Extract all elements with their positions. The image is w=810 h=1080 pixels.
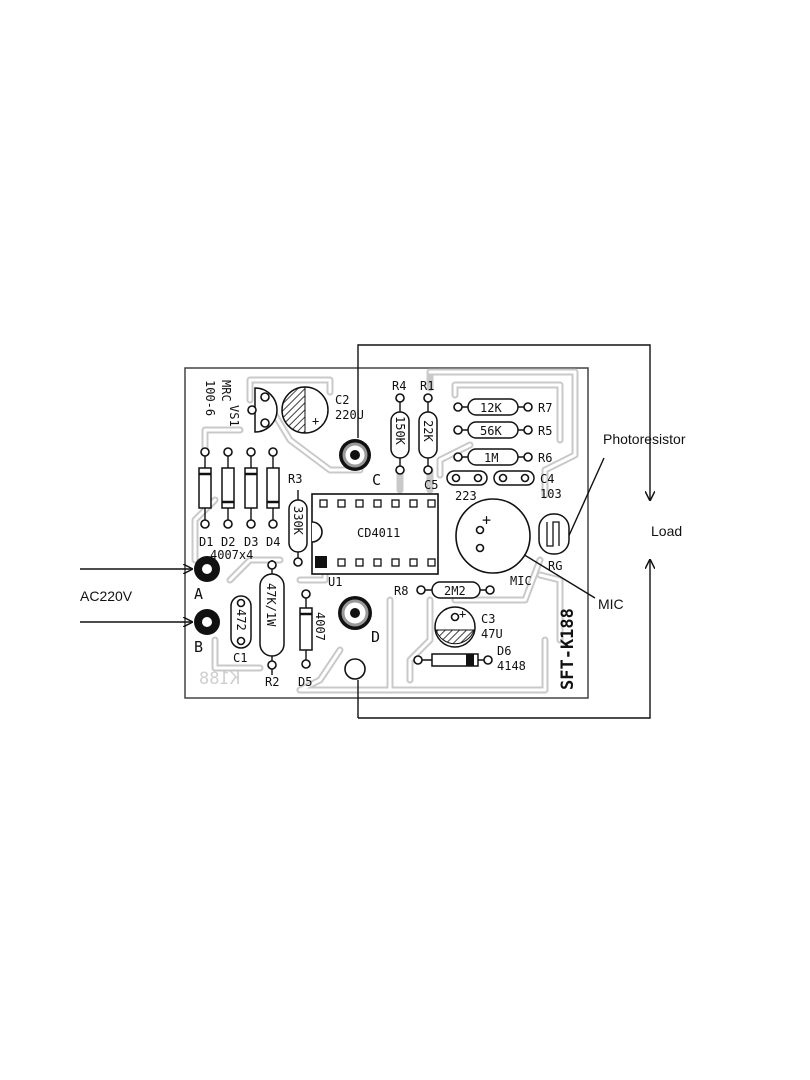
diode-d6 xyxy=(413,653,493,667)
capacitor-c3 xyxy=(434,606,476,648)
pad-c xyxy=(339,439,371,471)
r4-value-label: 150K xyxy=(393,416,407,446)
capacitor-c1 xyxy=(230,595,252,649)
d4-ref-label: D4 xyxy=(266,535,280,549)
d6-ref-label: D6 xyxy=(497,644,511,658)
r7-ref-label: R7 xyxy=(538,401,552,415)
scr-value-label: 100-6 xyxy=(203,380,217,416)
resistor-r4 xyxy=(390,393,410,475)
capacitor-c4 xyxy=(493,470,535,486)
r3-value-label: 330K xyxy=(291,506,305,536)
c2-ref-label: C2 xyxy=(335,393,349,407)
ic-cd4011 xyxy=(311,493,439,575)
ac-input-label: AC220V xyxy=(80,588,133,604)
diode-bridge xyxy=(198,447,280,529)
pad-a xyxy=(194,556,220,582)
mic-plus-label: + xyxy=(482,511,491,529)
rg-ref-label: RG xyxy=(548,559,562,573)
photoresistor-pointer xyxy=(566,457,605,541)
d5-value-label: 4007 xyxy=(313,612,327,641)
c4-value-label: 103 xyxy=(540,487,562,501)
scr-vs1 xyxy=(247,387,278,433)
pad-b-label: B xyxy=(194,638,203,656)
r1-ref-label: R1 xyxy=(420,379,434,393)
scr-part-label: MRC xyxy=(219,380,233,402)
r5-ref-label: R5 xyxy=(538,424,552,438)
capacitor-c2: + xyxy=(281,386,329,434)
d1-ref-label: D1 xyxy=(199,535,213,549)
resistor-r2 xyxy=(259,560,285,675)
resistor-r6 xyxy=(453,448,533,466)
pad-d-label: D xyxy=(371,628,380,646)
scr-ref-label: VS1 xyxy=(227,405,241,427)
d6-value-label: 4148 xyxy=(497,659,526,673)
ic-name-label: CD4011 xyxy=(357,526,400,540)
pad-c-label: C xyxy=(372,471,381,489)
c1-value-label: 472 xyxy=(234,609,248,631)
ac-input-arrows xyxy=(80,569,192,622)
r7-value-label: 12K xyxy=(480,401,502,415)
r4-ref-label: R4 xyxy=(392,379,406,393)
r2-value-label: 47K/1W xyxy=(264,583,278,627)
photoresistor-annotation: Photoresistor xyxy=(603,431,686,447)
kit-name-label: SFT-K188 xyxy=(558,608,578,690)
mic-annotation: MIC xyxy=(598,596,624,612)
photoresistor-rg xyxy=(538,513,570,555)
resistor-r7 xyxy=(453,398,533,416)
c5-value-label: 223 xyxy=(455,489,477,503)
pad-b xyxy=(194,609,220,635)
diode-d4 xyxy=(266,447,280,529)
diode-d2 xyxy=(221,447,235,529)
resistor-r8 xyxy=(416,581,495,599)
mic-ref-label: MIC xyxy=(510,574,532,588)
r3-ref-label: R3 xyxy=(288,472,302,486)
c3-value-label: 47U xyxy=(481,627,503,641)
r8-ref-label: R8 xyxy=(394,584,408,598)
ic-ref-label: U1 xyxy=(328,575,342,589)
d3-ref-label: D3 xyxy=(244,535,258,549)
r6-value-label: 1M xyxy=(484,451,498,465)
load-annotation: Load xyxy=(651,523,682,539)
c2-value-label: 220U xyxy=(335,408,364,422)
c3-ref-label: C3 xyxy=(481,612,495,626)
c3-plus: + xyxy=(459,607,466,621)
pad-a-label: A xyxy=(194,585,203,603)
r1-value-label: 22K xyxy=(421,420,435,442)
d2-ref-label: D2 xyxy=(221,535,235,549)
resistor-r5 xyxy=(453,421,533,439)
capacitor-c5 xyxy=(446,470,488,486)
c4-ref-label: C4 xyxy=(540,472,554,486)
d5-ref-label: D5 xyxy=(298,675,312,689)
diodes-value-label: 4007x4 xyxy=(210,548,253,562)
microphone xyxy=(455,498,531,574)
resistor-r3 xyxy=(288,490,308,567)
mounting-hole xyxy=(344,658,366,680)
r2-ref-label: R2 xyxy=(265,675,279,689)
r8-value-label: 2M2 xyxy=(444,584,466,598)
kit-mirror-label: K188 xyxy=(199,669,240,689)
pad-d xyxy=(338,596,372,630)
diode-d1 xyxy=(198,447,212,529)
diode-d3 xyxy=(244,447,258,529)
r5-value-label: 56K xyxy=(480,424,502,438)
c1-ref-label: C1 xyxy=(233,651,247,665)
r6-ref-label: R6 xyxy=(538,451,552,465)
load-wiring xyxy=(357,344,650,719)
diode-d5 xyxy=(299,589,313,669)
resistor-r1 xyxy=(418,393,438,475)
c5-ref-label: C5 xyxy=(424,478,438,492)
svg-text:+: + xyxy=(312,414,319,428)
